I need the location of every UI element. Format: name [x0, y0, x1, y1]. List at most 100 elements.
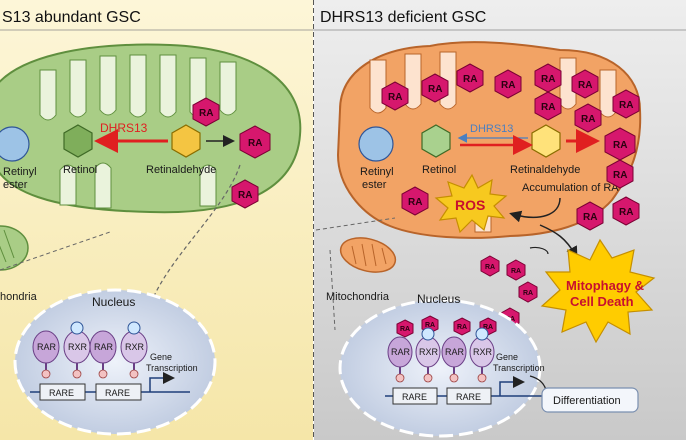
svg-text:RA: RA: [619, 207, 633, 218]
svg-text:RA: RA: [425, 322, 435, 329]
right-gene-label-2: Transcription: [493, 363, 545, 373]
left-rare-box-2: [95, 383, 142, 401]
right-rare-box-2: [446, 387, 492, 405]
svg-text:RXR: RXR: [68, 342, 88, 352]
svg-text:RXR: RXR: [419, 347, 439, 357]
ra-hexagon: RA: [612, 196, 640, 226]
svg-text:RA: RA: [388, 92, 402, 103]
ra-hexagon: RA: [456, 63, 484, 93]
svg-text:RA: RA: [238, 190, 252, 201]
retinol-icon: [63, 124, 93, 158]
retinyl-ester-icon: [0, 126, 30, 162]
left-ra-to-nucleus-path: [148, 164, 241, 308]
ra-hexagon: RA: [192, 97, 220, 127]
svg-text:RA: RA: [400, 326, 410, 333]
svg-text:RA: RA: [619, 100, 633, 111]
right-transcription-arrow: [499, 376, 525, 396]
right-retinol-icon: [421, 124, 451, 158]
right-zoom-line: [315, 217, 396, 231]
left-retinaldehyde-label: Retinaldehyde: [146, 164, 216, 176]
right-retinaldehyde-label: Retinaldehyde: [510, 164, 580, 176]
left-zoom-line: [0, 231, 111, 271]
ra-hexagon-small: RA: [480, 255, 500, 277]
svg-text:RA: RA: [485, 264, 495, 271]
accumulation-label: Accumulation of RA: [522, 182, 619, 194]
left-retinyl-label-2: ester: [3, 179, 28, 191]
svg-text:RA: RA: [463, 74, 477, 85]
ros-burst: ROS: [434, 173, 508, 234]
right-retinyl-ester-icon: [358, 126, 394, 162]
left-rar-rxr-dimer-2: RAR RXR: [89, 321, 148, 379]
svg-text:RA: RA: [199, 108, 213, 119]
ra-hexagon: RA: [612, 89, 640, 119]
right-rar-rxr-dimer-1: RAR RXR: [387, 327, 441, 383]
right-retinyl-label-1: Retinyl: [360, 166, 394, 178]
right-rar-rxr-dimer-2: RAR RXR: [441, 327, 495, 383]
svg-text:RA: RA: [483, 324, 493, 331]
left-gene-label-1: Gene: [150, 352, 172, 362]
svg-text:RA: RA: [578, 80, 592, 91]
ra-hexagon: RA: [576, 201, 604, 231]
ra-hexagon: RA: [381, 81, 409, 111]
ra-hexagon: RA: [401, 186, 429, 216]
ra-hexagon-small: RA: [518, 281, 538, 303]
mitophagy-label-1: Mitophagy &: [566, 278, 644, 293]
svg-text:RA: RA: [408, 197, 422, 208]
left-mitochondrion: [0, 43, 302, 214]
right-rare-box-1: [392, 387, 438, 405]
ra-hexagon: RA: [534, 91, 562, 121]
left-title: S13 abundant GSC: [2, 9, 141, 26]
left-rar-rxr-dimer-1: RAR RXR: [32, 321, 91, 379]
svg-text:RA: RA: [613, 140, 627, 151]
left-retinol-label: Retinol: [63, 164, 97, 176]
left-enzyme-label: DHRS13: [100, 121, 148, 135]
right-enzyme-label: DHRS13: [470, 123, 513, 135]
ra-hexagon: RA: [606, 159, 634, 189]
ra-hexagon: RA: [421, 73, 449, 103]
svg-text:RAR: RAR: [445, 347, 465, 357]
svg-text:RAR: RAR: [391, 347, 411, 357]
left-retinyl-label-1: Retinyl: [3, 166, 37, 178]
svg-text:RA: RA: [541, 74, 555, 85]
right-retinaldehyde-icon: [531, 124, 561, 158]
differentiation-label: Differentiation: [553, 395, 621, 407]
right-retinol-label: Retinol: [422, 164, 456, 176]
right-mitochondria-label: Mitochondria: [326, 291, 390, 303]
ra-hexagon: RA: [231, 179, 259, 209]
right-zoom-line-2: [329, 249, 336, 331]
accumulation-to-ros-arrow: [509, 197, 561, 223]
ra-hexagon-small: RA: [453, 317, 471, 336]
right-title: DHRS13 deficient GSC: [320, 9, 486, 26]
left-rare-label-1: RARE: [49, 388, 74, 398]
svg-text:RXR: RXR: [125, 342, 145, 352]
svg-text:RA: RA: [428, 84, 442, 95]
left-rare-box-1: [39, 383, 86, 401]
ra-hexagon: RA: [239, 125, 271, 159]
ra-loop-arrow: [529, 246, 549, 255]
svg-text:RXR: RXR: [473, 347, 493, 357]
mitophagy-burst: Mitophagy & Cell Death: [540, 238, 656, 344]
right-gene-label-1: Gene: [496, 352, 518, 362]
svg-text:RA: RA: [511, 268, 521, 275]
mitophagy-label-2: Cell Death: [570, 294, 634, 309]
retinaldehyde-icon: [171, 124, 201, 158]
ra-hexagon: RA: [574, 103, 602, 133]
left-nucleus-label: Nucleus: [92, 295, 135, 309]
svg-text:RA: RA: [581, 114, 595, 125]
differentiation-box: [541, 387, 639, 413]
ra-hexagon-small: RA: [396, 319, 414, 338]
ra-hexagon: RA: [571, 69, 599, 99]
left-gene-label-2: Transcription: [146, 363, 198, 373]
left-transcription-arrow: [149, 372, 175, 392]
svg-text:RA: RA: [248, 138, 262, 149]
right-rare-label-1: RARE: [402, 392, 427, 402]
right-retinyl-label-2: ester: [362, 179, 387, 191]
ros-label: ROS: [455, 197, 485, 213]
svg-text:RA: RA: [583, 212, 597, 223]
svg-text:RA: RA: [523, 290, 533, 297]
left-rare-label-2: RARE: [105, 388, 130, 398]
svg-text:RA: RA: [541, 102, 555, 113]
svg-text:RA: RA: [457, 324, 467, 331]
